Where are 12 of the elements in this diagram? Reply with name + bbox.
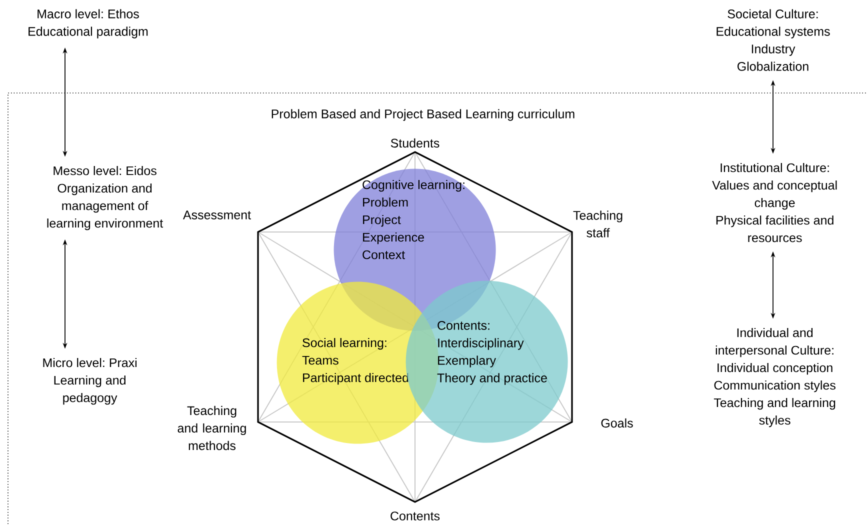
level-text: Micro level: Praxi Learning and pedagogy — [43, 358, 137, 405]
vertex-label: Goals — [601, 418, 633, 428]
level-text: Macro level: Ethos Educational paradigm — [28, 9, 148, 38]
level-text: Institutional Culture: Values and conceptual change Physical facilities and resources — [712, 163, 837, 242]
vertex-label: Teaching staff — [573, 210, 622, 238]
vertex-label: Teaching and learning methods — [178, 406, 246, 450]
vertex-label: Assessment — [183, 210, 251, 220]
level-text: Messo level: Eidos Organization and management of learning environment — [47, 166, 164, 230]
level-text: Societal Culture: Educational systems Industry Globalization — [716, 9, 830, 71]
vertex-label: Contents — [390, 512, 440, 520]
level-text: Individual and interpersonal Culture: Individual conception Communication styles Teaching and learning styles — [714, 328, 836, 428]
vertex-label: Students — [390, 138, 440, 148]
